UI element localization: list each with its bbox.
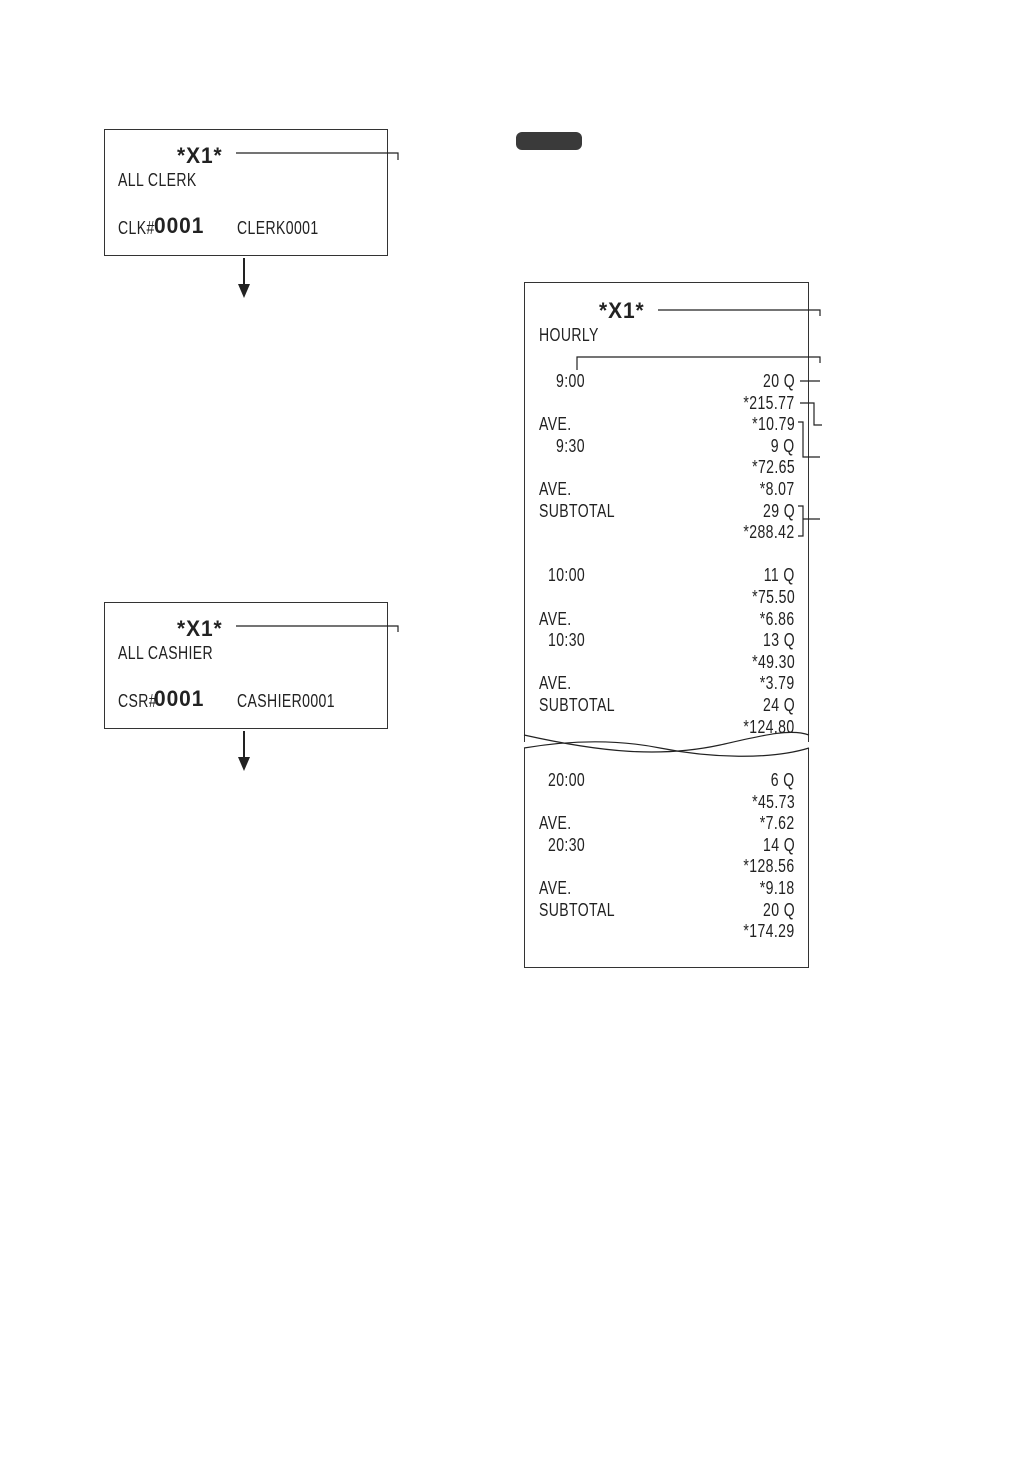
torn-edge-bottom bbox=[523, 741, 810, 757]
report-title: ALL CLERK bbox=[118, 170, 197, 190]
arrow-down-icon bbox=[243, 731, 245, 759]
row-value: 20 Q bbox=[762, 899, 795, 920]
row-label: AVE. bbox=[539, 608, 572, 629]
row-value: *8.07 bbox=[760, 479, 795, 499]
cashier-name: CASHIER0001 bbox=[237, 691, 335, 711]
row-value: *45.73 bbox=[752, 791, 795, 812]
row-value: 13 Q bbox=[762, 630, 795, 651]
row-label: SUBTOTAL bbox=[539, 695, 615, 715]
row-label: SUBTOTAL bbox=[539, 500, 615, 521]
report-header: *X1* bbox=[599, 298, 645, 323]
callout-average bbox=[798, 421, 820, 458]
report-title: HOURLY bbox=[539, 325, 599, 345]
row-value: 14 Q bbox=[762, 834, 795, 855]
row-value: *6.86 bbox=[760, 608, 795, 629]
row-value: 9 Q bbox=[771, 435, 795, 456]
callout-amount bbox=[800, 402, 822, 426]
row-label: 20:30 bbox=[548, 834, 586, 855]
row-label: AVE. bbox=[539, 479, 572, 499]
report-title: ALL CASHIER bbox=[118, 643, 214, 663]
callout-time bbox=[576, 356, 821, 370]
row-label: 10:00 bbox=[548, 565, 586, 586]
clerk-id-number: 0001 bbox=[154, 213, 205, 238]
callout-hourly-header bbox=[658, 309, 821, 316]
arrow-down-icon bbox=[243, 258, 245, 286]
callout-clerk-header bbox=[236, 152, 399, 160]
bracket-subtotal bbox=[798, 505, 804, 537]
row-value: 6 Q bbox=[771, 770, 795, 790]
row-value: 24 Q bbox=[762, 695, 795, 715]
mode-key-badge bbox=[516, 132, 582, 150]
row-value: *10.79 bbox=[752, 414, 795, 435]
cashier-id-number: 0001 bbox=[154, 686, 205, 711]
row-value: *174.29 bbox=[743, 921, 795, 942]
row-value: 29 Q bbox=[762, 500, 795, 521]
cashier-id-prefix: CSR# bbox=[118, 691, 158, 711]
row-value: 20 Q bbox=[762, 371, 795, 391]
row-value: 11 Q bbox=[764, 565, 795, 586]
callout-cashier-header bbox=[236, 625, 399, 632]
row-label: 9:30 bbox=[556, 435, 585, 456]
row-value: *128.56 bbox=[743, 856, 795, 877]
row-label: SUBTOTAL bbox=[539, 899, 615, 920]
row-value: *215.77 bbox=[743, 392, 795, 413]
arrow-head-icon bbox=[238, 284, 250, 298]
row-value: *7.62 bbox=[760, 813, 795, 834]
arrow-head-icon bbox=[238, 757, 250, 771]
report-header: *X1* bbox=[177, 616, 223, 641]
cashier-receipt: *X1* ALL CASHIER CSR# 0001 CASHIER0001 bbox=[104, 602, 388, 729]
row-value: *49.30 bbox=[752, 651, 795, 672]
torn-edge-top bbox=[523, 731, 810, 753]
row-value: *72.65 bbox=[752, 457, 795, 478]
row-label: 10:30 bbox=[548, 630, 586, 651]
row-label: 20:00 bbox=[548, 770, 586, 790]
row-value: *9.18 bbox=[760, 878, 795, 898]
clerk-id-prefix: CLK# bbox=[118, 218, 155, 238]
row-value: *124.80 bbox=[743, 716, 795, 737]
row-value: *75.50 bbox=[752, 587, 795, 607]
row-label: AVE. bbox=[539, 414, 572, 435]
report-header: *X1* bbox=[177, 143, 223, 168]
clerk-receipt: *X1* ALL CLERK CLK# 0001 CLERK0001 bbox=[104, 129, 388, 256]
row-value: *3.79 bbox=[760, 673, 795, 694]
row-label: 9:00 bbox=[556, 371, 585, 391]
row-label: AVE. bbox=[539, 813, 572, 834]
row-value: *288.42 bbox=[743, 522, 795, 543]
clerk-name: CLERK0001 bbox=[237, 218, 319, 238]
row-label: AVE. bbox=[539, 878, 572, 898]
row-label: AVE. bbox=[539, 673, 572, 694]
